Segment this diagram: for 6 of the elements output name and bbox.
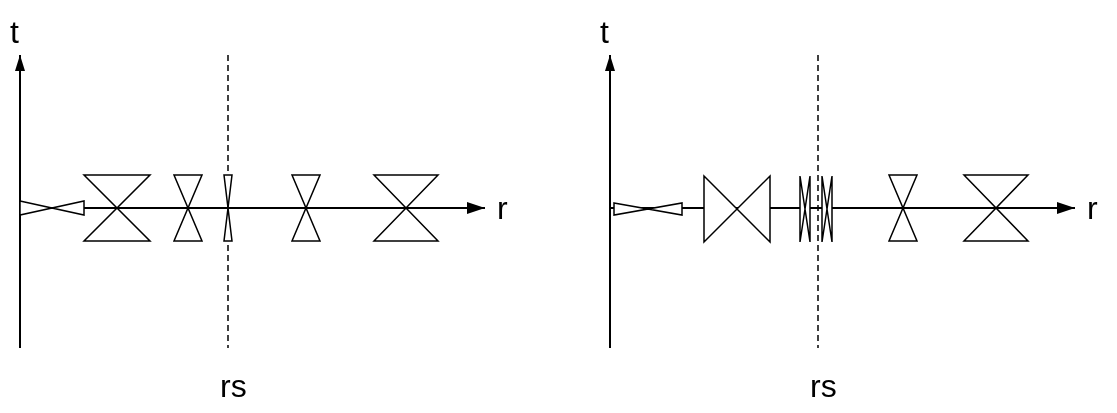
axis-label: r	[1087, 192, 1098, 224]
axis-label: t	[600, 16, 609, 48]
axis-label: rs	[220, 370, 247, 402]
axis-label: r	[497, 192, 508, 224]
axis-label: t	[10, 16, 19, 48]
axis-label: rs	[810, 370, 837, 402]
